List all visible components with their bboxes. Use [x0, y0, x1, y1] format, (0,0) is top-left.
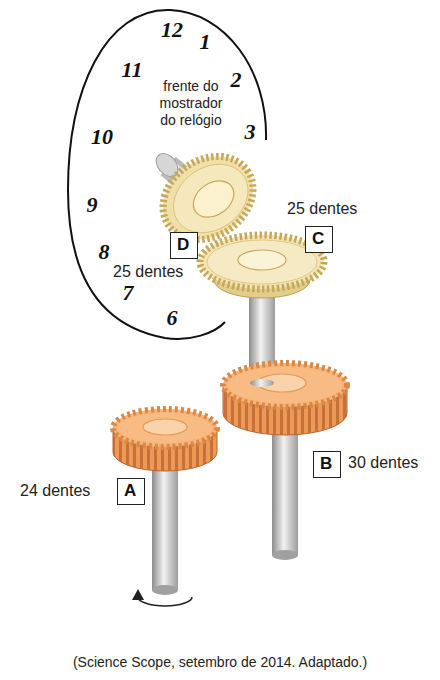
spur-gear — [118, 413, 212, 443]
shaft — [272, 420, 298, 555]
gear-letter-box: B — [313, 451, 341, 478]
clock-number: 9 — [87, 194, 98, 216]
arrow-head — [132, 589, 144, 600]
clock-outline — [55, 8, 275, 343]
clock-number: 8 — [99, 241, 110, 263]
clock-number: 12 — [161, 19, 183, 41]
gear-letter: D — [177, 235, 189, 255]
tooth-count-label: 24 dentes — [20, 481, 90, 500]
gear-hub — [238, 250, 286, 270]
gear-letter-box: D — [170, 232, 198, 259]
shaft-end — [152, 585, 178, 595]
rotation-arrow — [138, 597, 192, 606]
spur-gear — [113, 409, 217, 447]
clock-number: 2 — [231, 69, 242, 91]
source-caption: (Science Scope, setembro de 2014. Adapta… — [0, 653, 440, 671]
clock-number: 10 — [91, 126, 113, 148]
gear-hub — [186, 173, 240, 224]
clock-number: 11 — [122, 59, 143, 81]
gear-hub — [143, 419, 187, 435]
clock-face: frente do mostrador do relógio 12 12 3 6 78 9 1… — [55, 8, 275, 343]
tooth-count-label: 30 dentes — [348, 453, 418, 472]
bevel-gear — [207, 240, 317, 284]
gear-letter: C — [312, 229, 324, 249]
gear-letter: B — [320, 454, 332, 474]
shaft — [250, 379, 274, 387]
tooth-count-label: 25 dentes — [113, 262, 183, 281]
clock-number: 6 — [167, 307, 178, 329]
clock-outline — [68, 10, 266, 339]
spur-gear — [228, 367, 342, 403]
clock-number: 1 — [200, 31, 211, 53]
tooth-count-label: 25 dentes — [287, 199, 357, 218]
shaft-end — [272, 550, 298, 560]
clock-number: 3 — [245, 121, 256, 143]
gear-letter-box: A — [117, 478, 145, 505]
spur-gear — [223, 363, 347, 407]
gear-letter: A — [124, 481, 136, 501]
clock-face-note: frente do mostrador do relógio — [150, 78, 232, 129]
clock-number: 7 — [123, 282, 134, 304]
gear-letter-box: C — [305, 226, 333, 253]
